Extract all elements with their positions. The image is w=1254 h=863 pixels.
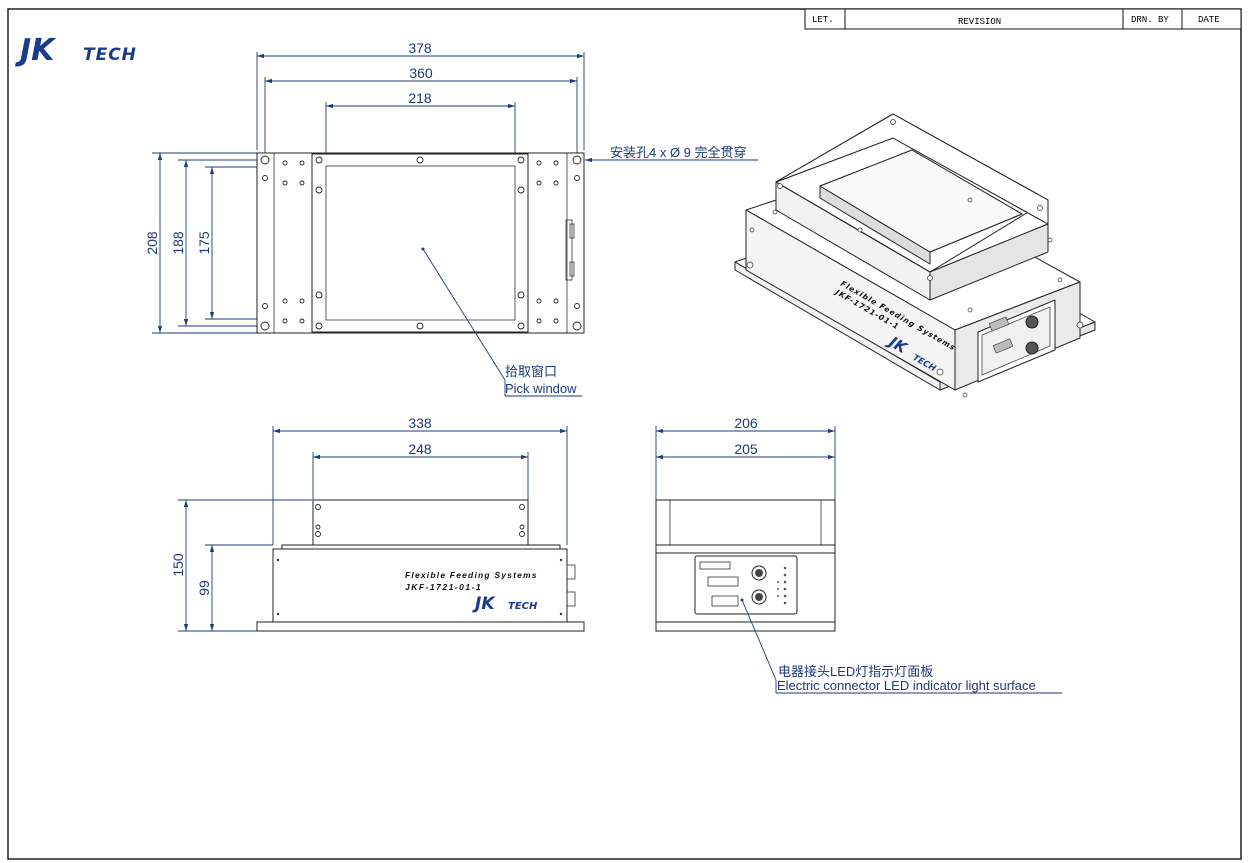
sheet-border — [7, 8, 1242, 860]
dim-150: 150 — [170, 553, 186, 577]
company-logo: JK TECH — [15, 33, 137, 68]
front-view: 338 248 150 99 Flexible Feeding Systems … — [170, 415, 585, 632]
top-view: 378 360 218 208 188 175 — [144, 40, 758, 397]
mounting-hole-note: 安装孔4 x Ø 9 完全贯穿 — [610, 145, 747, 160]
dim-248: 248 — [408, 441, 432, 457]
front-product-line: Flexible Feeding Systems — [405, 570, 538, 580]
front-logo-tech: TECH — [508, 601, 538, 612]
dim-208: 208 — [144, 231, 160, 255]
pick-window-en: Pick window — [505, 381, 577, 396]
revision-table: LET. REVISION DRN. BY DATE — [804, 8, 1242, 30]
dim-378: 378 — [408, 40, 432, 56]
dim-218: 218 — [408, 90, 432, 106]
panel-note-cn: 电器接头LED灯指示灯面板 — [778, 664, 933, 679]
iso-view: Flexible Feeding Systems JKF-1721-01-1 J… — [734, 113, 1096, 398]
side-view: 206 205 电器接头LED灯指示灯面板 Electric connector… — [655, 415, 1062, 694]
front-logo-jk: JK — [472, 594, 496, 614]
dim-205: 205 — [734, 441, 758, 457]
panel-note-en: Electric connector LED indicator light s… — [777, 678, 1036, 693]
front-model: JKF-1721-01-1 — [405, 582, 482, 592]
drn-by-header: DRN. BY — [1131, 15, 1169, 25]
dim-188: 188 — [170, 231, 186, 255]
revision-header: REVISION — [958, 17, 1001, 27]
dim-360: 360 — [409, 65, 433, 81]
dim-338: 338 — [408, 415, 432, 431]
dim-206: 206 — [734, 415, 758, 431]
let-header: LET. — [812, 15, 834, 25]
logo-tech: TECH — [83, 45, 137, 65]
date-header: DATE — [1198, 15, 1220, 25]
pick-window-cn: 拾取窗口 — [505, 364, 557, 379]
dim-99: 99 — [196, 580, 212, 596]
dim-175: 175 — [196, 231, 212, 255]
logo-jk: JK — [15, 33, 57, 68]
